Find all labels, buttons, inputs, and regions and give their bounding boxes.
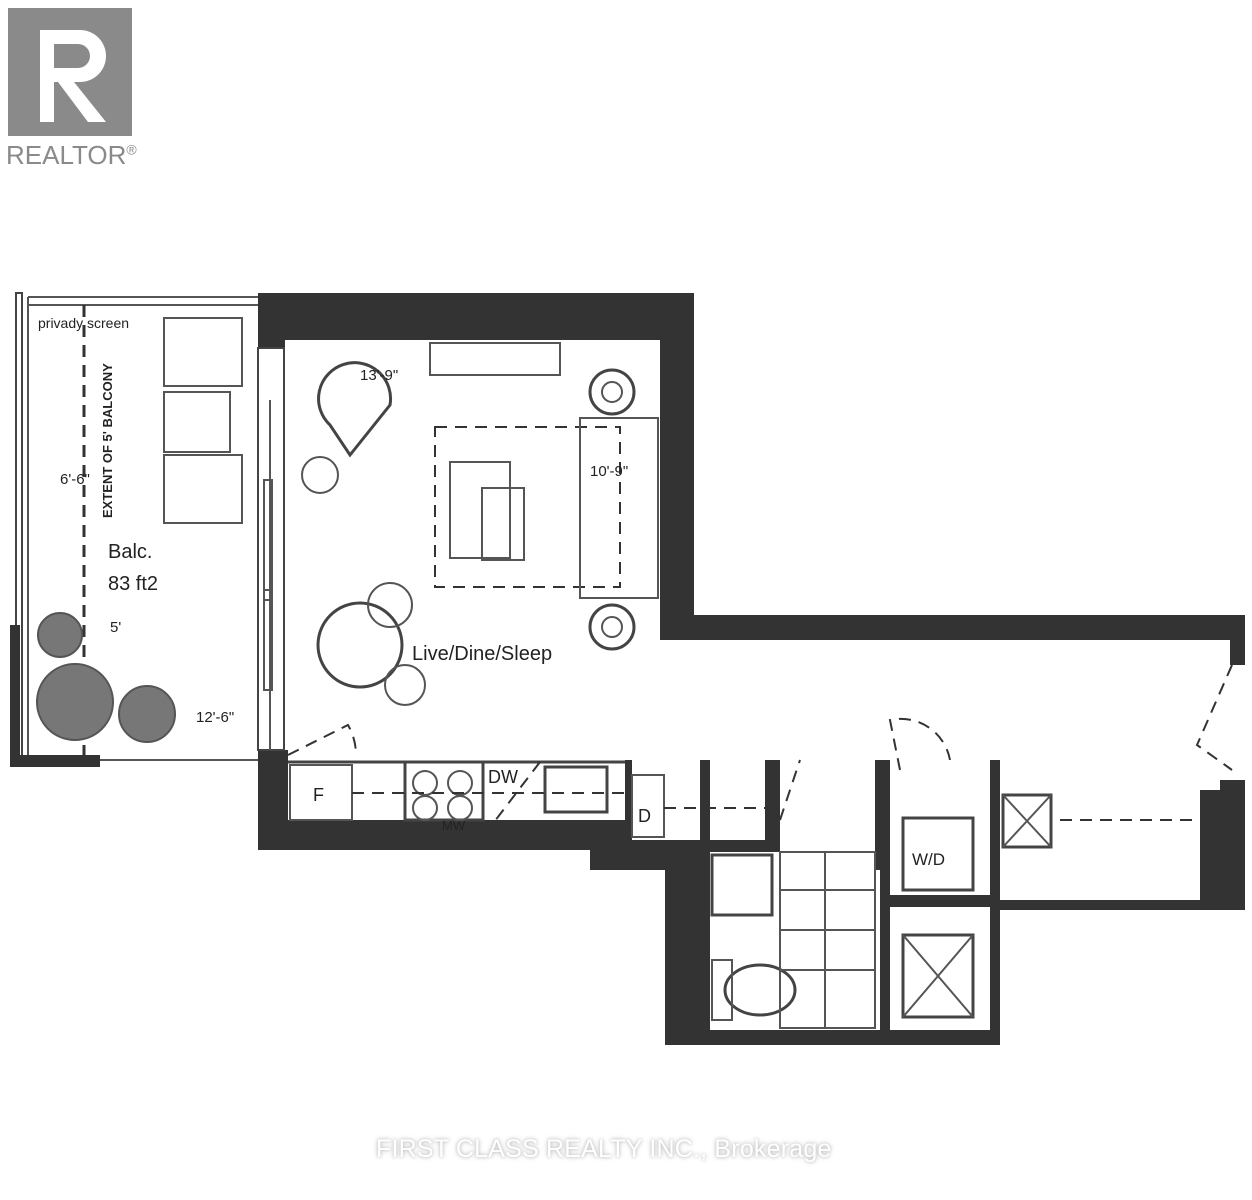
microwave-label: MW [442,818,466,833]
balcony-label: Balc. [108,541,152,563]
room-label: Live/Dine/Sleep [412,643,552,665]
balcony-depth-dim: 6'-6" [60,471,90,488]
privacy-screen-label: privady screen [38,315,129,331]
dryer-closet-label: D [638,806,651,826]
balcony [10,292,258,767]
realtor-text: REALTOR [6,140,127,170]
balcony-length-dim: 12'-6" [196,709,234,726]
furniture [287,342,659,756]
balcony-area: 83 ft2 [108,573,158,595]
balcony-min-dim: 5' [110,619,121,636]
realtor-logo [8,8,132,136]
room-width-dim: 13'-9" [360,367,398,384]
realtor-logo-text: REALTOR® [6,140,137,171]
balcony-sliding-door [257,347,285,751]
walls [258,293,1245,1045]
room-depth-dim: 10'-9" [590,463,628,480]
balcony-extent-label: EXTENT OF 5' BALCONY [100,363,115,518]
closets-bath [631,664,1233,1029]
washer-dryer-label: W/D [912,850,945,869]
dishwasher-label: DW [488,767,518,787]
brokerage-watermark: FIRST CLASS REALTY INC., Brokerage [376,1135,832,1163]
fridge-label: F [313,785,324,805]
kitchen [288,760,625,831]
registered-mark: ® [126,141,137,158]
